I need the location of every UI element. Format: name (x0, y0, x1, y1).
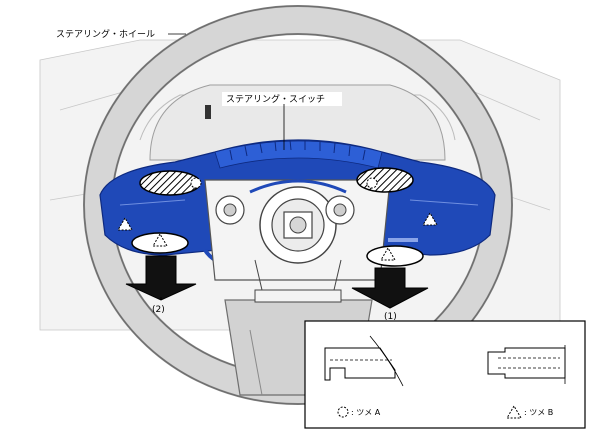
arrow-down-left (125, 255, 197, 301)
center-hub (204, 179, 391, 303)
claw-a-legend-text: : ツメ A (351, 408, 381, 417)
claw-a-detail (324, 335, 404, 387)
steering-wheel-label: ステアリング・ホイール (56, 28, 155, 40)
claw-b-right-lower (366, 245, 424, 267)
claw-b-left-lower (131, 232, 189, 254)
claw-b-symbol (506, 405, 522, 419)
claw-legend-box: : ツメ A : ツメ B (304, 320, 586, 429)
claw-a-left (139, 170, 202, 196)
claw-a-right (356, 167, 414, 193)
arrow-down-right (351, 267, 429, 309)
claw-b-left-upper (117, 217, 133, 231)
claw-b-legend-text: : ツメ B (524, 408, 553, 417)
claw-b-detail (487, 345, 566, 384)
arrow-2-label: (2) (152, 305, 165, 315)
claw-b-right-upper (422, 212, 438, 226)
steering-switch-label: ステアリング・スイッチ (226, 93, 325, 105)
claw-a-symbol (337, 406, 349, 418)
arrow-1-label: (1) (384, 312, 397, 322)
